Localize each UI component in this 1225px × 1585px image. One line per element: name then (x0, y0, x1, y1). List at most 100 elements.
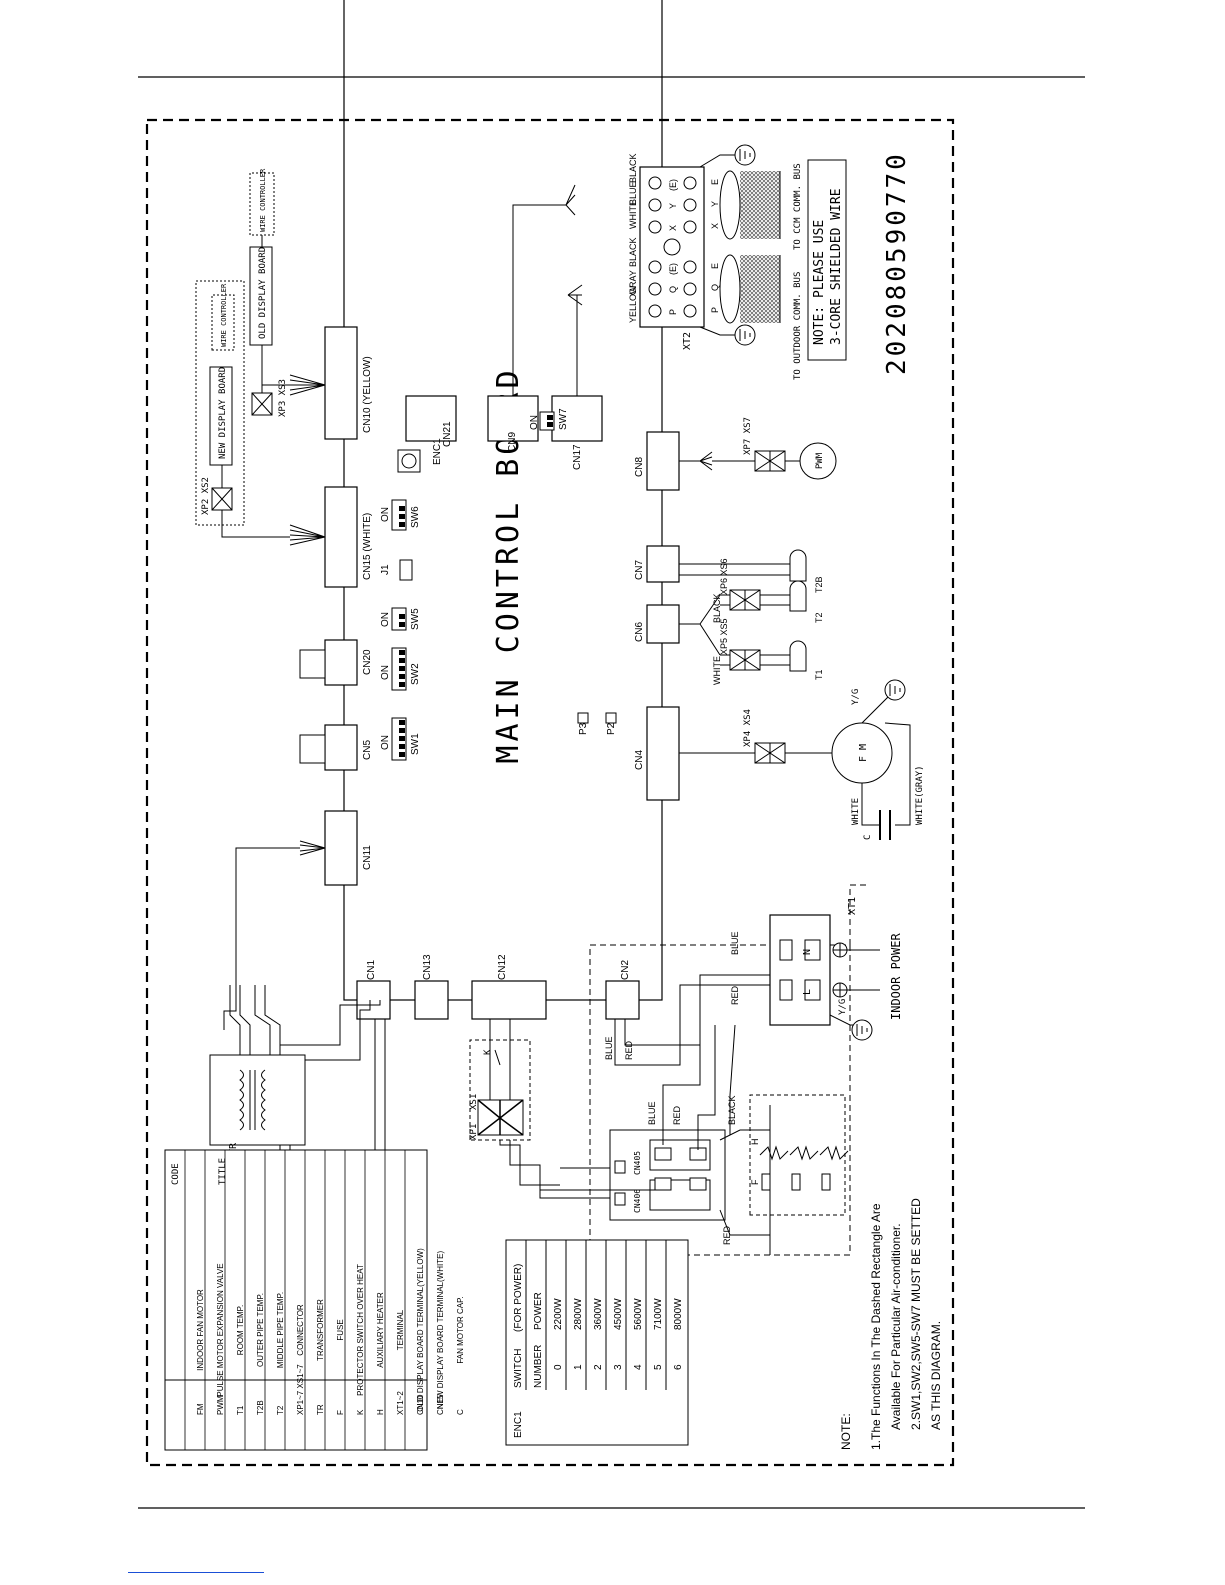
code-table-code-cell: CN10 (416, 1394, 425, 1415)
sw2-on: ON (380, 665, 391, 680)
xt2-term-p: P (668, 309, 678, 315)
code-table-code-cell: XT1~2 (396, 1391, 405, 1415)
new-display-label: NEW DISPLAY BOARD (218, 367, 228, 459)
enc-table-power-cell: 2800W (573, 1298, 584, 1330)
enc1-dial (401, 453, 417, 469)
white-wire-label: WHITE (712, 656, 722, 685)
xp1-label: XP1 (469, 1124, 479, 1140)
enc-table-power-cell: 4500W (613, 1298, 624, 1330)
xt2-term-x: X (668, 225, 678, 231)
sw7-on: ON (529, 415, 540, 430)
note-line1: 1.The Functions In The Dashed Rectangle … (869, 1203, 883, 1450)
cn-top-row (324, 326, 680, 1020)
pwm-label: PWM (815, 452, 825, 469)
indoor-power-label: INDOOR POWER (889, 933, 903, 1020)
tr-label: TR (228, 1142, 239, 1155)
wire-controller-1 (211, 294, 235, 351)
cn7-box (646, 545, 680, 583)
new-display-board (209, 366, 233, 466)
cn4-label: CN4 (634, 750, 645, 770)
k-label: K (483, 1049, 493, 1055)
code-table-title-cell: NEW DISPLAY BOARD TERMINAL(WHITE) (436, 1251, 445, 1410)
old-display-board (249, 246, 273, 346)
sw2-label: SW2 (410, 663, 421, 685)
fm-label: F M (858, 744, 869, 762)
xt1-yg-label: Y/G (838, 999, 848, 1015)
cn8-label: CN8 (634, 457, 645, 477)
xt2-bottom-x: X (710, 223, 720, 229)
cn4-box (646, 706, 680, 801)
heater-f-label: F (750, 1179, 760, 1185)
code-table-title-cell: AUXILIARY HEATER (376, 1292, 385, 1368)
new-display-dashed (195, 280, 245, 526)
black-wire-label: BLACK (712, 593, 722, 623)
cn12-box (471, 980, 547, 1020)
heater-red-label-2: RED (722, 1225, 732, 1245)
old-display-label: OLD DISPLAY BOARD (258, 247, 268, 339)
xp4-label: XP4 XS4 (743, 709, 753, 747)
motor-white-gray-label: WHITE(GRAY) (915, 765, 925, 825)
enc1-box (397, 449, 421, 473)
enc-table-number-cell: 3 (613, 1364, 624, 1370)
cn21-box (405, 395, 457, 442)
wire-controller-2 (249, 172, 275, 236)
sw1-label: SW1 (410, 733, 421, 755)
xt2-wire-yellow: YELLOW (628, 285, 638, 323)
motor-white-label: WHITE (851, 798, 861, 825)
cn11-box (324, 810, 358, 886)
xt2-wire-white: WHITE (628, 200, 638, 229)
enc1-label: ENC1 (432, 438, 443, 465)
xt1-red-label: RED (730, 985, 740, 1005)
enc-table-power-cell: 8000W (673, 1298, 684, 1330)
note-line2: Available For Particular Air-conditioner… (889, 1223, 903, 1430)
cn406-label: CN406 (633, 1189, 642, 1213)
xp7-label: XP7 XS7 (743, 417, 753, 455)
cn1-box (356, 980, 391, 1020)
hatch-ccm (740, 171, 780, 239)
aux-heater-relay (609, 1129, 726, 1221)
xt2-term-q: Q (668, 286, 678, 293)
t2-label: T2 (814, 612, 824, 623)
code-table-code-cell: XP1~7 XS1~7 (296, 1364, 305, 1415)
cn12-label: CN12 (497, 954, 508, 980)
cn15-box (324, 486, 358, 588)
sw7-label: SW7 (558, 408, 569, 430)
cn5-box (324, 724, 358, 771)
j1-label: J1 (380, 564, 391, 575)
enc-table-number-cell: 1 (573, 1364, 584, 1370)
code-table-title-cell: MIDDLE PIPE TEMP. (276, 1292, 285, 1368)
enc-table-power-cell: 5600W (633, 1298, 644, 1330)
cn2-blue-label: BLUE (604, 1036, 614, 1060)
code-table-code-cell: F (336, 1410, 345, 1415)
cn6-label: CN6 (634, 622, 645, 642)
cn2-red-label: RED (624, 1040, 634, 1060)
note-line4: AS THIS DIAGRAM. (929, 1321, 943, 1430)
xt2-wire-black-1: BLACK (628, 237, 638, 267)
cn9-label: CN9 (507, 432, 518, 452)
code-table-code-cell: H (376, 1409, 385, 1415)
xt2-term-y: Y (668, 203, 678, 209)
aux-heater-dashed (589, 944, 851, 1256)
xp3-label: XP3 XS3 (278, 379, 288, 417)
xt2-bottom-p: P (710, 307, 720, 313)
enc-table-power-cell: 3600W (593, 1298, 604, 1330)
cn7-label: CN7 (634, 560, 645, 580)
sw6-label: SW6 (410, 506, 421, 528)
sw5-on: ON (380, 612, 391, 627)
cn406-box (614, 1192, 626, 1206)
xt1-blue-label: BLUE (730, 931, 740, 955)
enc-table-number-cell: 0 (553, 1364, 564, 1370)
xt2-wire-black-2: BLACK (628, 153, 638, 183)
to-ccm-label: TO CCM COMM. BUS (793, 163, 803, 250)
xp2-label: XP2 XS2 (201, 477, 211, 515)
cn13-box (414, 980, 449, 1020)
xt1-l-label: L (802, 989, 813, 995)
heater-elements (719, 1105, 849, 1255)
ground-symbols (699, 144, 756, 346)
note-line3: 2.SW1,SW2,SW5-SW7 MUST BE SETTED (909, 1198, 923, 1430)
cap-label: C (863, 835, 873, 840)
heater-black-label: BLACK (727, 1095, 737, 1125)
